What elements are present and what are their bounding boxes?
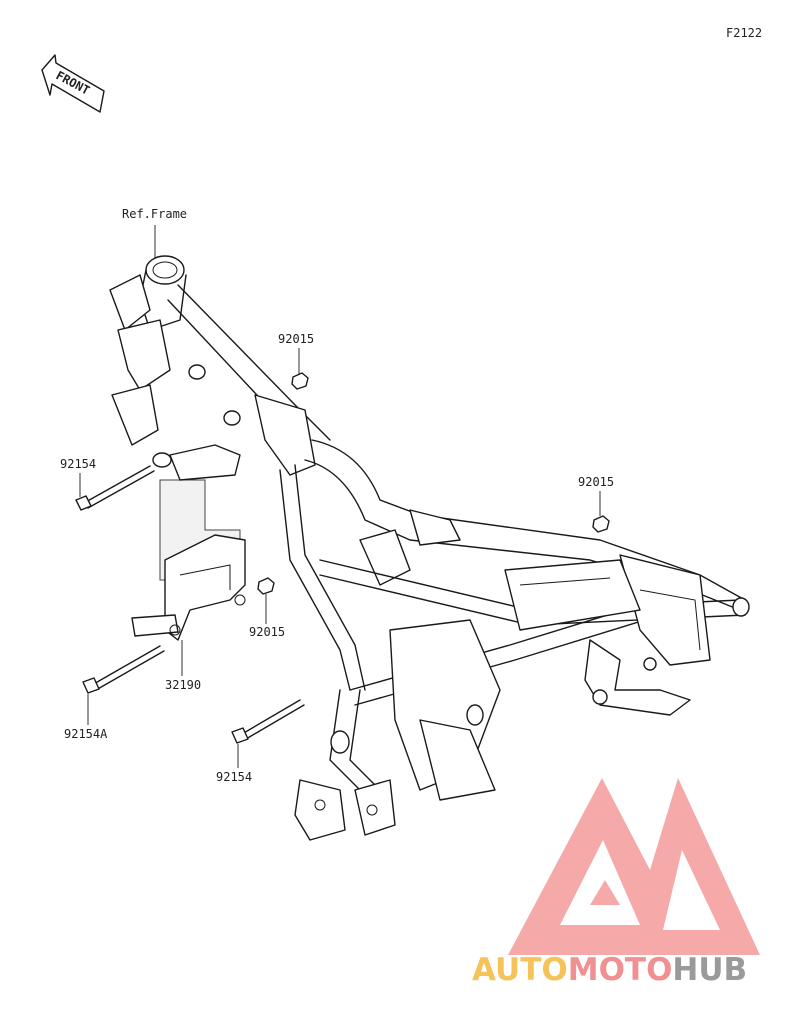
- watermark-hub: HUB: [672, 952, 747, 988]
- ref-frame-label: Ref.Frame: [122, 207, 187, 221]
- engine-mount-bracket: [131, 479, 246, 641]
- motorcycle-frame-drawing: [109, 255, 750, 841]
- nut-92015-right: [592, 515, 610, 533]
- part-label-92154-lower: 92154: [216, 770, 252, 784]
- part-label-92015-middle: 92015: [249, 625, 285, 639]
- bolt-92154A: [82, 645, 165, 694]
- watermark-auto: AUTO: [472, 952, 568, 988]
- watermark-moto: MOTO: [568, 952, 673, 988]
- nut-92015-upper: [291, 372, 309, 390]
- part-label-92015-upper: 92015: [278, 332, 314, 346]
- nut-92015-middle: [257, 577, 275, 595]
- watermark-text: AUTOMOTOHUB: [472, 952, 747, 988]
- front-arrow-icon: FRONT: [41, 54, 105, 113]
- bolt-92154-lower: [231, 699, 305, 744]
- front-mount-clamp: [152, 364, 241, 481]
- automotohub-logo: [508, 778, 760, 955]
- part-label-92154-upper: 92154: [60, 457, 96, 471]
- part-label-92015-right: 92015: [578, 475, 614, 489]
- bolt-92154-upper: [75, 465, 155, 511]
- part-label-92154A: 92154A: [64, 727, 108, 741]
- part-label-32190: 32190: [165, 678, 201, 692]
- figure-code: F2122: [726, 26, 762, 40]
